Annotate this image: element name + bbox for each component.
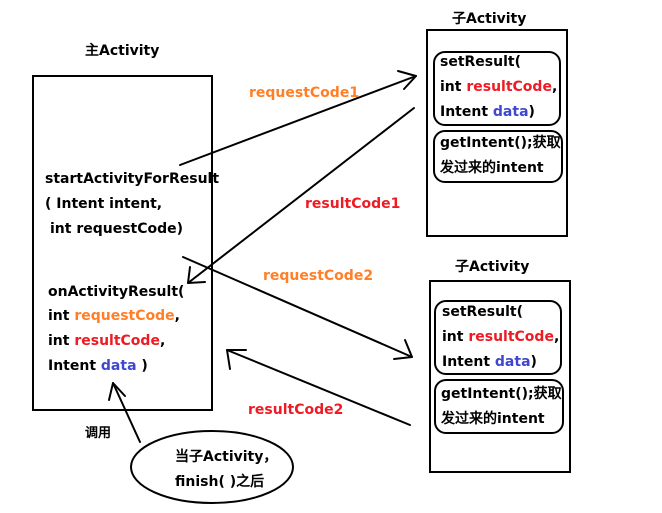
main-activity-title: 主Activity: [85, 43, 160, 59]
child-2-set-result-box: [434, 300, 562, 375]
param-type: int: [440, 79, 467, 95]
child-2-get-intent-line-1: getIntent();获取: [441, 386, 562, 402]
param-type: int: [48, 333, 75, 349]
note-line-2: finish( )之后: [175, 474, 265, 490]
child-activity-2-title: 子Activity: [455, 259, 530, 275]
child-2-set-result-line-2: int resultCode,: [442, 328, 559, 346]
on-activity-result-param-2: int resultCode,: [48, 332, 165, 350]
param-sep: ,: [553, 329, 560, 345]
child-1-set-result-box: [433, 51, 561, 126]
arrow-invoke: [108, 382, 141, 443]
child-1-set-result-line-1: setResult(: [440, 54, 521, 70]
label-request-code-2: requestCode2: [263, 268, 374, 284]
param-type: Intent: [442, 354, 495, 370]
child-2-get-intent-box: [434, 379, 564, 434]
main-activity-box: [32, 75, 213, 411]
data-param: data: [492, 104, 529, 120]
label-result-code-2: resultCode2: [248, 402, 344, 418]
note-line-1: 当子Activity，: [175, 449, 278, 465]
param-sep: ,: [551, 79, 558, 95]
param-sep: ): [136, 358, 148, 374]
param-sep: ,: [174, 308, 180, 324]
result-code-param: resultCode: [468, 329, 554, 345]
child-2-set-result-line-3: Intent data): [442, 353, 537, 371]
on-activity-result-param-1: int requestCode,: [48, 307, 180, 325]
param-type: Intent: [48, 358, 101, 374]
child-activity-1-title: 子Activity: [452, 11, 527, 27]
child-2-get-intent-line-2: 发过来的intent: [441, 411, 545, 427]
label-invoke: 调用: [85, 426, 112, 441]
param-sep: ,: [159, 333, 166, 349]
label-result-code-1: resultCode1: [305, 196, 401, 212]
param-type: int: [48, 308, 75, 324]
arrow-result-code-1: [187, 107, 415, 284]
child-2-set-result-line-1: setResult(: [442, 304, 523, 320]
arrow-request-code-2: [182, 256, 413, 360]
arrow-result-code-2: [226, 349, 411, 426]
child-activity-1-box: [426, 29, 568, 237]
result-code-param: resultCode: [74, 333, 160, 349]
result-code-param: resultCode: [466, 79, 552, 95]
start-activity-line-1: startActivityForResult: [45, 171, 220, 187]
on-activity-result-line-1: onActivityResult(: [48, 284, 185, 300]
param-sep: ): [530, 354, 537, 370]
data-param: data: [100, 358, 137, 374]
child-1-get-intent-line-2: 发过来的intent: [440, 160, 544, 176]
start-activity-line-2: ( Intent intent,: [45, 196, 163, 212]
arrow-request-code-1: [179, 70, 417, 166]
child-activity-2-box: [429, 280, 571, 473]
note-ellipse: [130, 430, 294, 504]
param-type: Intent: [440, 104, 493, 120]
param-type: int: [442, 329, 469, 345]
request-code-param: requestCode: [74, 308, 175, 324]
child-1-set-result-line-3: Intent data): [440, 103, 535, 121]
label-request-code-1: requestCode1: [249, 85, 360, 101]
data-param: data: [494, 354, 531, 370]
child-1-get-intent-line-1: getIntent();获取: [440, 135, 561, 151]
child-1-set-result-line-2: int resultCode,: [440, 78, 557, 96]
child-1-get-intent-box: [433, 130, 563, 183]
start-activity-line-3: int requestCode): [50, 221, 184, 237]
on-activity-result-param-3: Intent data ): [48, 357, 148, 375]
param-sep: ): [528, 104, 535, 120]
